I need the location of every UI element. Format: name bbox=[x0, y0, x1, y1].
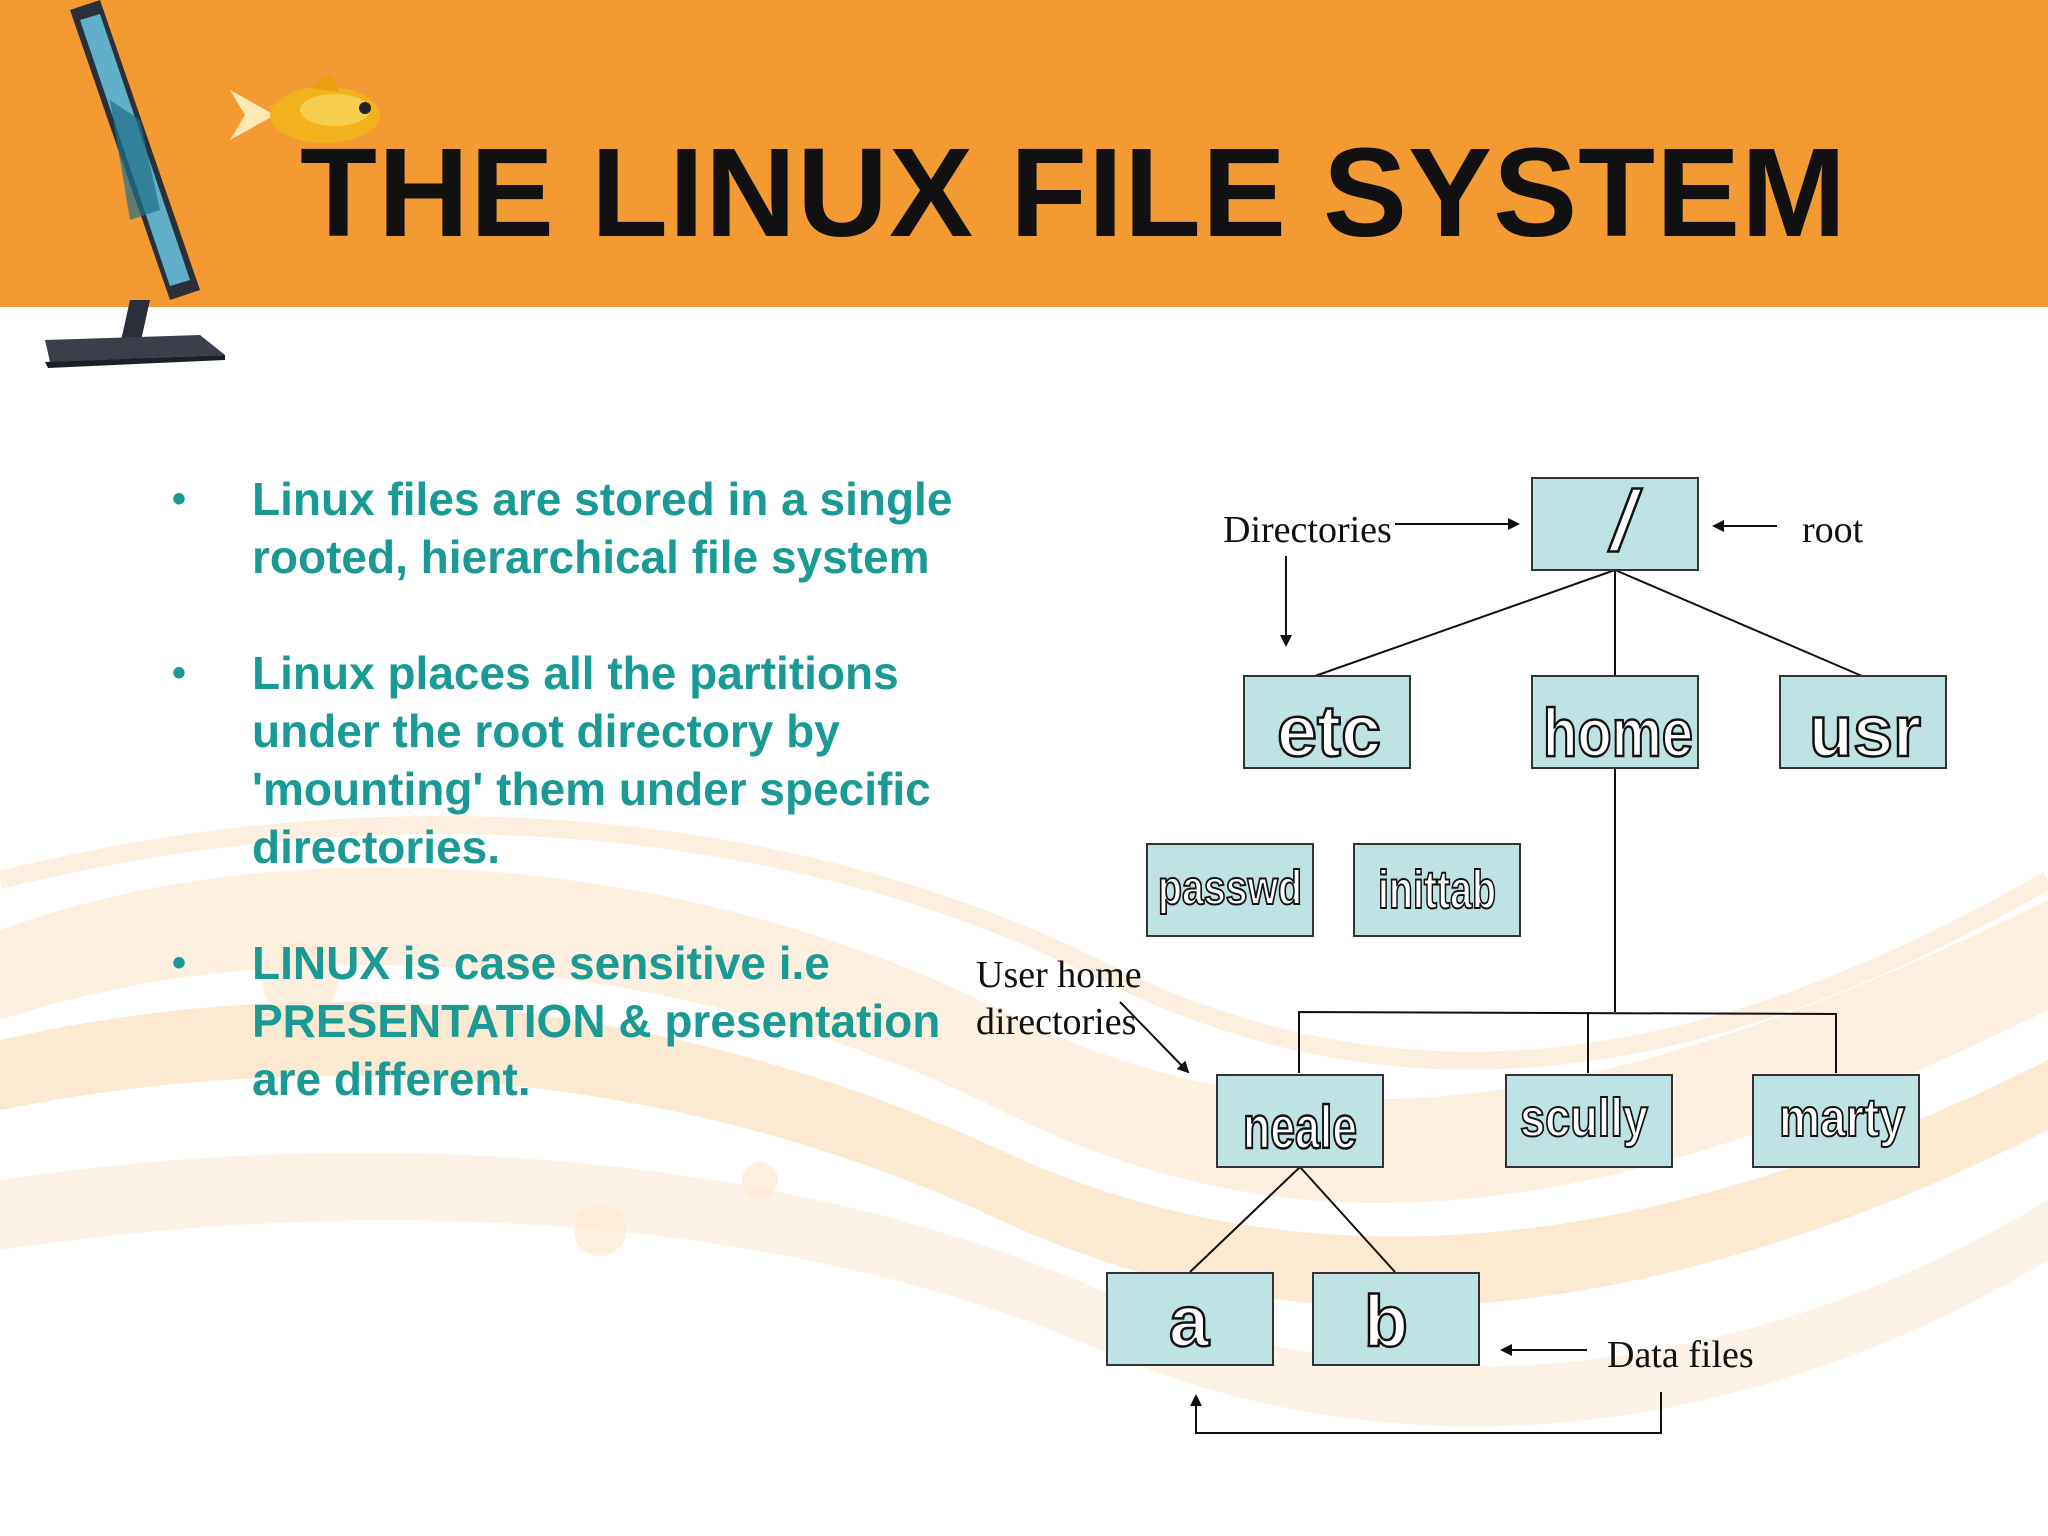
bullet-item: • Linux places all the partitions under … bbox=[170, 644, 1010, 876]
connector-home-users bbox=[1298, 1010, 1837, 1073]
node-marty-label: marty bbox=[1779, 1088, 1905, 1148]
node-usr-label: usr bbox=[1809, 692, 1921, 772]
node-neale-label: neale bbox=[1243, 1094, 1357, 1161]
node-inittab-label: inittab bbox=[1378, 860, 1496, 920]
node-scully: scully bbox=[1505, 1074, 1673, 1168]
node-root: / bbox=[1531, 473, 1699, 571]
bullet-text: LINUX is case sensitive i.e PRESENTATION… bbox=[252, 937, 941, 1105]
label-data-files: Data files bbox=[1607, 1334, 1754, 1376]
label-directories: Directories bbox=[1223, 509, 1392, 551]
bullet-item: • LINUX is case sensitive i.e PRESENTATI… bbox=[170, 934, 1010, 1108]
connector-root-etc bbox=[1314, 569, 1616, 677]
node-passwd-label: passwd bbox=[1158, 862, 1302, 915]
node-usr: usr bbox=[1779, 675, 1947, 773]
node-passwd: passwd bbox=[1146, 843, 1314, 937]
bullet-item: • Linux files are stored in a single roo… bbox=[170, 470, 1010, 586]
bullet-list: • Linux files are stored in a single roo… bbox=[170, 470, 1010, 1166]
tree-connectors bbox=[1189, 569, 1863, 1273]
header-band bbox=[0, 0, 2048, 307]
node-etc-label: etc bbox=[1277, 692, 1381, 772]
node-inittab: inittab bbox=[1353, 843, 1521, 937]
connector-neale-a bbox=[1189, 1166, 1301, 1273]
label-user-home-line1: User home bbox=[976, 954, 1142, 996]
label-root: root bbox=[1802, 509, 1864, 551]
arrow-data-files-to-a bbox=[1190, 1392, 1662, 1434]
bullet-marker: • bbox=[172, 651, 187, 695]
monitor-illustration bbox=[45, 0, 225, 368]
node-marty: marty bbox=[1752, 1074, 1920, 1168]
bullet-marker: • bbox=[172, 477, 187, 521]
connector-neale-b bbox=[1299, 1166, 1396, 1273]
slide-title: THE LINUX FILE SYSTEM bbox=[300, 122, 1848, 263]
bullet-text: Linux places all the partitions under th… bbox=[252, 647, 931, 873]
bullet-text: Linux files are stored in a single roote… bbox=[252, 473, 953, 583]
connector-root-usr bbox=[1614, 569, 1863, 677]
goldfish-illustration bbox=[230, 74, 380, 143]
node-b-label: b bbox=[1364, 1282, 1408, 1362]
node-neale: neale bbox=[1216, 1074, 1384, 1168]
arrow-user-home bbox=[1119, 1001, 1190, 1074]
label-user-home-line2: directories bbox=[976, 1001, 1136, 1043]
bullet-marker: • bbox=[172, 941, 187, 985]
node-scully-label: scully bbox=[1520, 1088, 1648, 1148]
node-etc: etc bbox=[1243, 675, 1411, 773]
node-home-label: home bbox=[1543, 695, 1693, 771]
node-home: home bbox=[1531, 675, 1699, 772]
node-a-label: a bbox=[1169, 1282, 1210, 1362]
node-a: a bbox=[1106, 1272, 1274, 1366]
node-b: b bbox=[1312, 1272, 1480, 1366]
